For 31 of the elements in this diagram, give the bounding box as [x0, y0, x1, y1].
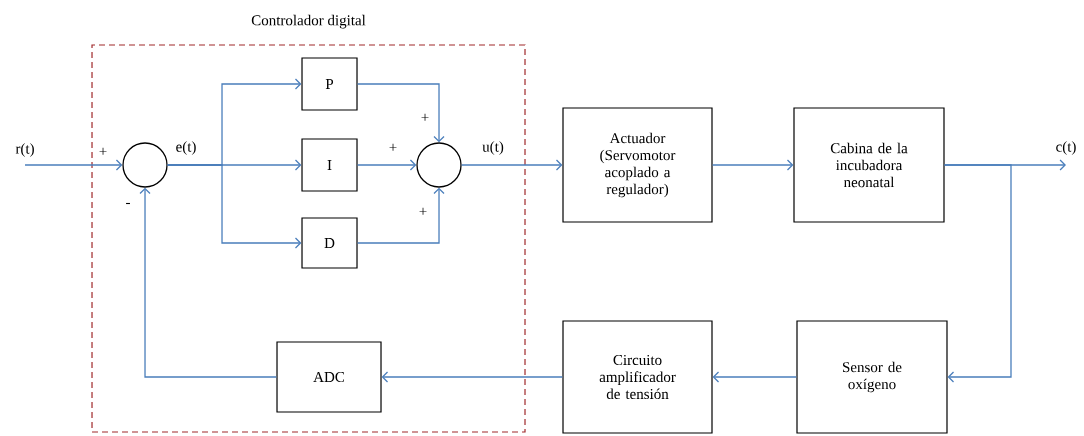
sign-label: - — [126, 202, 130, 205]
summing-junction — [122, 142, 168, 188]
arrow — [356, 159, 417, 171]
signal-label: r(t) — [15, 143, 34, 157]
converter-box: ADC — [276, 341, 382, 413]
process-box: Circuito amplificador de tensión — [562, 320, 713, 434]
signal-label: c(t) — [1056, 141, 1076, 155]
arrow — [356, 187, 445, 244]
arrow — [943, 164, 1012, 383]
sign-label: + — [421, 113, 429, 121]
arrow — [712, 371, 798, 383]
gain-block: D — [301, 217, 358, 269]
process-box: Sensor de oxígeno — [796, 320, 948, 434]
process-box: Actuador (Servomotor acoplado a regulador) — [562, 107, 713, 223]
sign-label: e(t) — [176, 141, 196, 155]
sign-label: u(t) — [482, 141, 504, 155]
arrow — [381, 371, 564, 383]
arrow — [24, 159, 123, 171]
arrow — [711, 159, 794, 171]
sign-label: + — [419, 207, 427, 215]
arrow — [356, 83, 445, 143]
arrow — [461, 159, 563, 171]
process-box: Cabina de la incubadora neonatal — [793, 107, 945, 223]
arrow — [139, 187, 278, 378]
node-label: Controlador digital — [251, 14, 366, 29]
sign-label: + — [99, 147, 107, 155]
gain-block: I — [301, 138, 358, 192]
sign-label: + — [389, 143, 397, 151]
arrow — [167, 164, 302, 249]
gain-block: P — [301, 57, 358, 111]
summing-junction — [416, 142, 462, 188]
